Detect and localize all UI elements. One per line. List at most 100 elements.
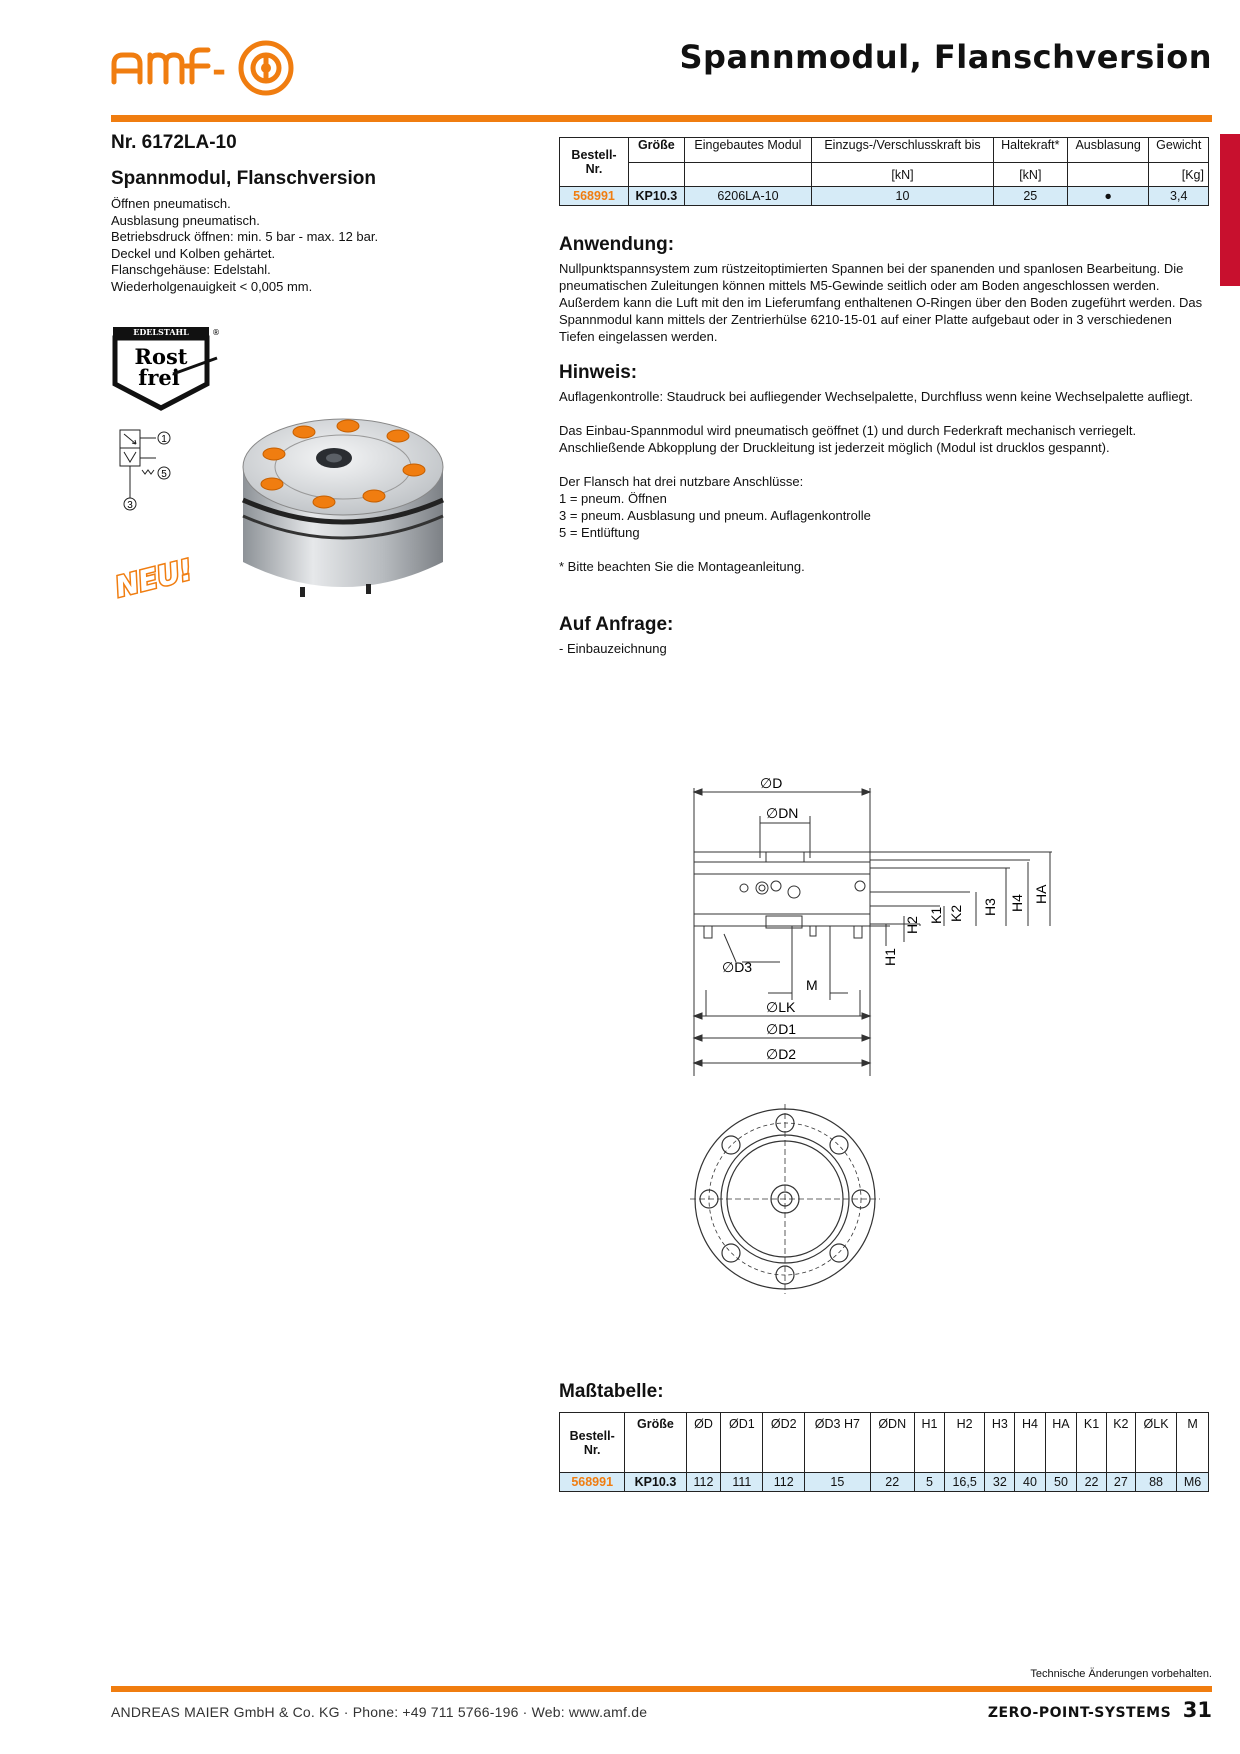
unit-cell [1066, 162, 1150, 187]
anfrage-title: Auf Anfrage: [559, 614, 674, 635]
dim-label-H3: H3 [982, 898, 998, 916]
anwendung-section: Anwendung: Nullpunktspannsystem zum rüst… [559, 234, 1209, 345]
hinweis-section: Hinweis: Auflagenkontrolle: Staudruck be… [559, 362, 1209, 575]
table-cell: 112 [762, 1472, 806, 1492]
th-bestell: Bestell- Nr. [559, 137, 629, 187]
badge-line2: frei [138, 365, 179, 390]
badge-reg-mark: ® [212, 328, 220, 337]
rostfrei-badge: EDELSTAHL ® Rost frei [111, 324, 223, 412]
desc-line: Wiederholgenauigkeit < 0,005 mm. [111, 278, 313, 294]
th-dim: ØLK [1134, 1412, 1178, 1473]
hinweis-line [559, 405, 1209, 422]
th-dim: H1 [913, 1412, 946, 1473]
new-badge: NEU! [104, 542, 202, 608]
hinweis-line [559, 541, 1209, 558]
th-dim: ØD3 H7 [804, 1412, 871, 1473]
table-cell: KP10.3 [624, 1472, 687, 1492]
desc-line: Flanschgehäuse: Edelstahl. [111, 262, 271, 277]
unit-cell [628, 162, 685, 187]
th-dim: HA [1044, 1412, 1078, 1473]
new-badge-text: NEU! [112, 553, 196, 604]
product-number: Nr. 6172LA-10 [111, 132, 237, 153]
th-modul: Eingebautes Modul [683, 137, 813, 163]
pneumatic-symbol: 1 5 3 [116, 428, 182, 512]
footer-rule [111, 1686, 1212, 1692]
unit-cell: [kN] [992, 162, 1068, 187]
anfrage-text: - Einbauzeichnung [559, 641, 667, 656]
th-groesse: Größe [628, 137, 685, 163]
table-cell: 3,4 [1148, 186, 1209, 206]
th-gewicht: Gewicht [1148, 137, 1209, 163]
table-cell: 27 [1105, 1472, 1137, 1492]
table-cell: 32 [984, 1472, 1016, 1492]
th-dim: ØD [685, 1412, 722, 1473]
table-cell: 111 [720, 1472, 764, 1492]
th-dim: K2 [1105, 1412, 1137, 1473]
th-dim: ØDN [869, 1412, 915, 1473]
table-cell: ● [1066, 186, 1150, 206]
dim-label-H1: H1 [882, 948, 898, 966]
hinweis-line: 5 = Entlüftung [559, 525, 640, 540]
th-dim: K1 [1076, 1412, 1107, 1473]
footer-brand: ZERO-POINT-SYSTEMS 31 [988, 1698, 1212, 1722]
table-cell: 88 [1134, 1472, 1178, 1492]
th-dim: ØD2 [762, 1412, 806, 1473]
port-label-1: 1 [161, 434, 167, 445]
hinweis-line: Das Einbau-Spannmodul wird pneumatisch g… [559, 423, 1137, 455]
top-view-drawing [690, 1104, 880, 1294]
page-title: Spannmodul, Flanschversion [679, 38, 1212, 76]
table-row: 568991 KP10.3 112 111 112 15 22 5 16,5 3… [558, 1472, 1209, 1492]
section-tab [1220, 134, 1240, 286]
dim-label-K2: K2 [948, 905, 964, 922]
page-number: 31 [1182, 1698, 1212, 1722]
unit-cell: [Kg] [1148, 162, 1209, 187]
anfrage-section: Auf Anfrage: - Einbauzeichnung [559, 614, 1209, 657]
table-cell: 5 [913, 1472, 946, 1492]
mass-table: Bestell- Nr. Größe ØD ØD1 ØD2 ØD3 H7 ØDN… [558, 1412, 1209, 1492]
anwendung-title: Anwendung: [559, 234, 675, 255]
table-cell: M6 [1176, 1472, 1209, 1492]
desc-line: Deckel und Kolben gehärtet. [111, 245, 276, 261]
th-dim: M [1176, 1412, 1209, 1473]
brand-name: ZERO-POINT-SYSTEMS [987, 1705, 1172, 1721]
side-view-drawing: ∅D ∅DN ∅D3 M ∅LK ∅D1 ∅D2 H1 H2 K1 K2 H3 … [680, 775, 1070, 1076]
th-haltekraft: Haltekraft* [992, 137, 1068, 163]
table-cell: KP10.3 [628, 186, 685, 206]
dim-label-M: M [806, 977, 818, 993]
table-row: 568991 KP10.3 6206LA-10 10 25 ● 3,4 [559, 186, 1209, 206]
unit-cell [683, 162, 813, 187]
port-label-5: 5 [161, 469, 167, 480]
hinweis-line: Der Flansch hat drei nutzbare Anschlüsse… [559, 474, 804, 489]
hinweis-line [559, 456, 1209, 473]
dim-label-D: ∅D [760, 776, 782, 791]
dim-label-D1: ∅D1 [766, 1021, 796, 1037]
product-heading: Spannmodul, Flanschversion [111, 168, 376, 189]
dim-label-LK: ∅LK [766, 999, 796, 1015]
order-number[interactable]: 568991 [558, 1472, 626, 1492]
th-einzugskraft: Einzugs-/Verschlusskraft bis [811, 137, 994, 163]
product-info: Nr. 6172LA-10 Spannmodul, Flanschversion… [111, 132, 441, 295]
th-ausblasung: Ausblasung [1066, 137, 1150, 163]
port-label-3: 3 [127, 500, 133, 511]
hinweis-line: * Bitte beachten Sie die Montageanleitun… [559, 559, 805, 574]
th-dim: H2 [944, 1412, 986, 1473]
badge-top-text: EDELSTAHL [133, 327, 189, 337]
anwendung-text: Nullpunktspannsystem zum rüstzeitoptimie… [559, 261, 1203, 344]
hinweis-line: 3 = pneum. Ausblasung und pneum. Auflage… [559, 508, 871, 523]
dim-label-H2: H2 [904, 916, 920, 934]
table-cell: 40 [1014, 1472, 1046, 1492]
dim-label-D2: ∅D2 [766, 1046, 796, 1062]
header-rule [111, 115, 1212, 122]
dim-label-H4: H4 [1009, 894, 1025, 912]
th-dim: ØD1 [720, 1412, 764, 1473]
dim-label-DN: ∅DN [766, 805, 798, 821]
desc-line: Ausblasung pneumatisch. [111, 212, 260, 228]
th-bestell: Bestell- Nr. [558, 1412, 626, 1473]
dim-label-D3: ∅D3 [722, 959, 752, 975]
table-cell: 6206LA-10 [683, 186, 813, 206]
unit-cell: [kN] [811, 162, 994, 187]
product-description: Öffnen pneumatisch. Ausblasung pneumatis… [111, 196, 441, 295]
hinweis-title: Hinweis: [559, 362, 638, 383]
table-cell: 50 [1044, 1472, 1078, 1492]
order-number[interactable]: 568991 [559, 186, 629, 206]
